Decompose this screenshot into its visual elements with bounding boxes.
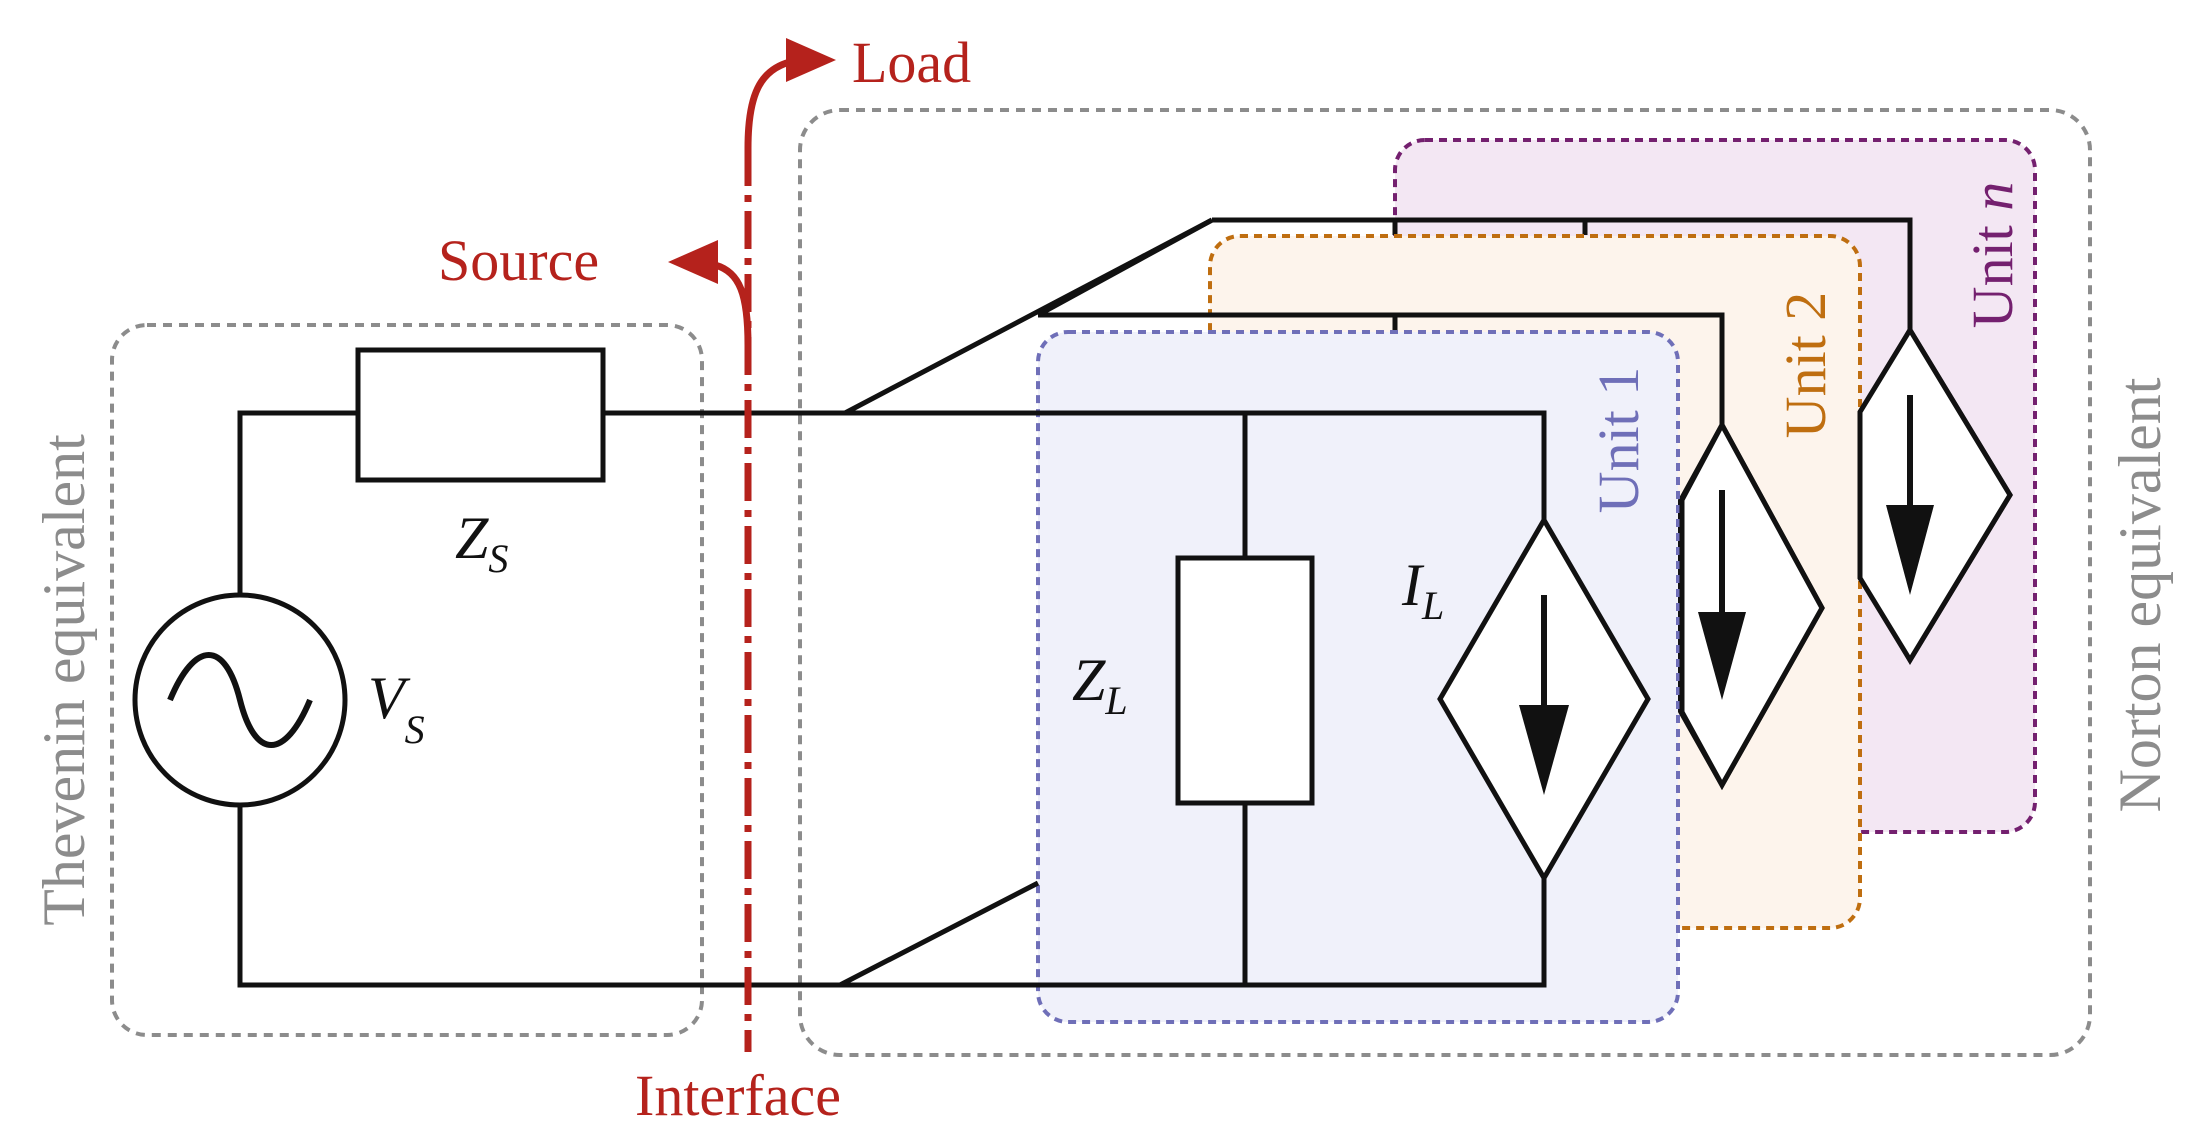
thevenin-box (110, 323, 704, 1037)
zl-label-main: Z (1072, 647, 1106, 713)
source-arrow-head (668, 240, 718, 284)
zl-label-sub: L (1104, 678, 1127, 723)
unit-n-label-prefix: Unit (1960, 211, 2025, 329)
unit-n-arrow-head (1886, 505, 1934, 595)
interface-label: Interface (635, 1063, 841, 1128)
unit-2-arrow-head (1698, 612, 1746, 700)
load-arrow-curve (744, 58, 792, 149)
il-arrow-head (1519, 705, 1569, 795)
norton-label: Norton equivalent (2107, 377, 2173, 812)
zs-resistor (355, 347, 606, 483)
unit-1-panel (1036, 330, 1680, 1024)
load-label: Load (852, 30, 971, 95)
source-arrow-curve (713, 261, 752, 346)
source-label: Source (438, 228, 599, 293)
main-top-wire (603, 410, 1547, 520)
unit-n-source-visible (1857, 325, 2013, 665)
vs-label-sub: S (405, 707, 425, 752)
perspective-bottom (838, 880, 1040, 988)
unit-2-label: Unit 2 (1773, 292, 1838, 439)
zs-label: ZS (455, 505, 508, 581)
vs-label: VS (368, 665, 425, 752)
zs-label-sub: S (488, 536, 508, 581)
unit-2-source-visible (1679, 419, 1825, 791)
il-label-main: I (1401, 552, 1425, 618)
vs-label-main: V (368, 665, 411, 731)
il-label-sub: L (1421, 583, 1444, 628)
il-label: IL (1401, 552, 1444, 628)
perspective-mid (1036, 217, 1214, 318)
thevenin-left-wire (237, 410, 358, 595)
sine-wave-icon (167, 652, 313, 748)
thevenin-label: Thevenin equivalent (31, 434, 97, 926)
unit-n-label: Unit n (1960, 182, 2025, 329)
zl-resistor (1175, 555, 1315, 806)
norton-box (798, 108, 2092, 1057)
zs-label-main: Z (455, 505, 489, 571)
zl-label: ZL (1072, 647, 1128, 723)
main-bottom-wire (237, 805, 1547, 988)
load-arrow-head (786, 38, 836, 82)
unit-1-label: Unit 1 (1586, 367, 1651, 514)
unit-n-label-var: n (1960, 182, 2025, 211)
